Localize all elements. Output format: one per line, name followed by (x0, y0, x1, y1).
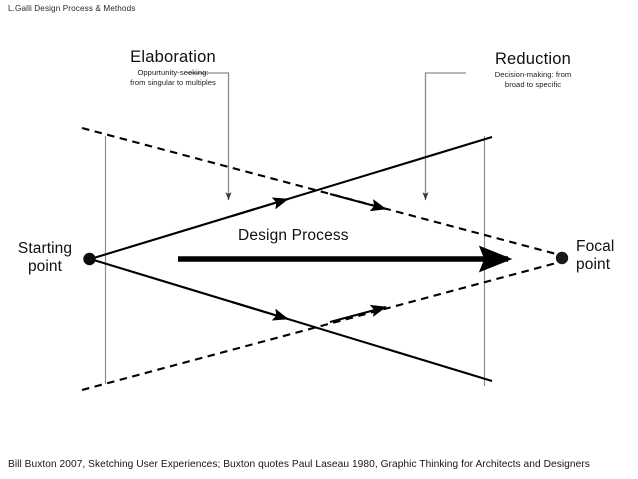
starting-point-dot (83, 252, 96, 266)
leader-line-elaboration (187, 72, 232, 201)
slide-footer-credit: Bill Buxton 2007, Sketching User Experie… (8, 459, 590, 470)
reduction-line-upper (81, 126, 561, 257)
focal-point-dot (555, 251, 569, 265)
elaboration-arrow-upper (231, 197, 289, 218)
focal-point-label-line2: point (576, 256, 611, 274)
starting-point-label-line2: point (27, 258, 63, 276)
elaboration-line-lower (91, 258, 493, 383)
callout-reduction-subtitle-line2: broad to specific (504, 80, 562, 90)
callout-reduction: Reduction Decision-making: from broad to… (452, 50, 614, 90)
focal-point-label: Focal point (576, 238, 638, 275)
design-process-label: Design Process (238, 227, 349, 244)
slide-header-title: L.Galli Design Process & Methods (8, 4, 136, 13)
callout-reduction-title: Reduction (494, 50, 572, 68)
callout-reduction-subtitle-line1: Decision-making: from (494, 70, 572, 80)
callout-elaboration-subtitle: Oppurtunity-seeking: from singular to mu… (88, 68, 258, 88)
starting-point-label-line1: Starting (17, 240, 73, 257)
elaboration-arrow-lower (231, 300, 289, 321)
reduction-arrow-lower (329, 304, 387, 324)
focal-point-label-line1: Focal (576, 238, 615, 255)
starting-point-label: Starting point (4, 240, 86, 277)
leader-line-reduction (422, 72, 466, 201)
callout-elaboration: Elaboration Oppurtunity-seeking: from si… (88, 48, 258, 88)
reduction-line-lower (81, 260, 561, 392)
reduction-arrow-upper (329, 192, 387, 212)
callout-elaboration-subtitle-line2: from singular to multiples (130, 78, 216, 88)
callout-reduction-subtitle: Decision-making: from broad to specific (452, 70, 614, 90)
elaboration-line-upper (91, 135, 493, 260)
callout-elaboration-subtitle-line1: Oppurtunity-seeking: (137, 68, 209, 78)
callout-elaboration-title: Elaboration (130, 48, 216, 66)
